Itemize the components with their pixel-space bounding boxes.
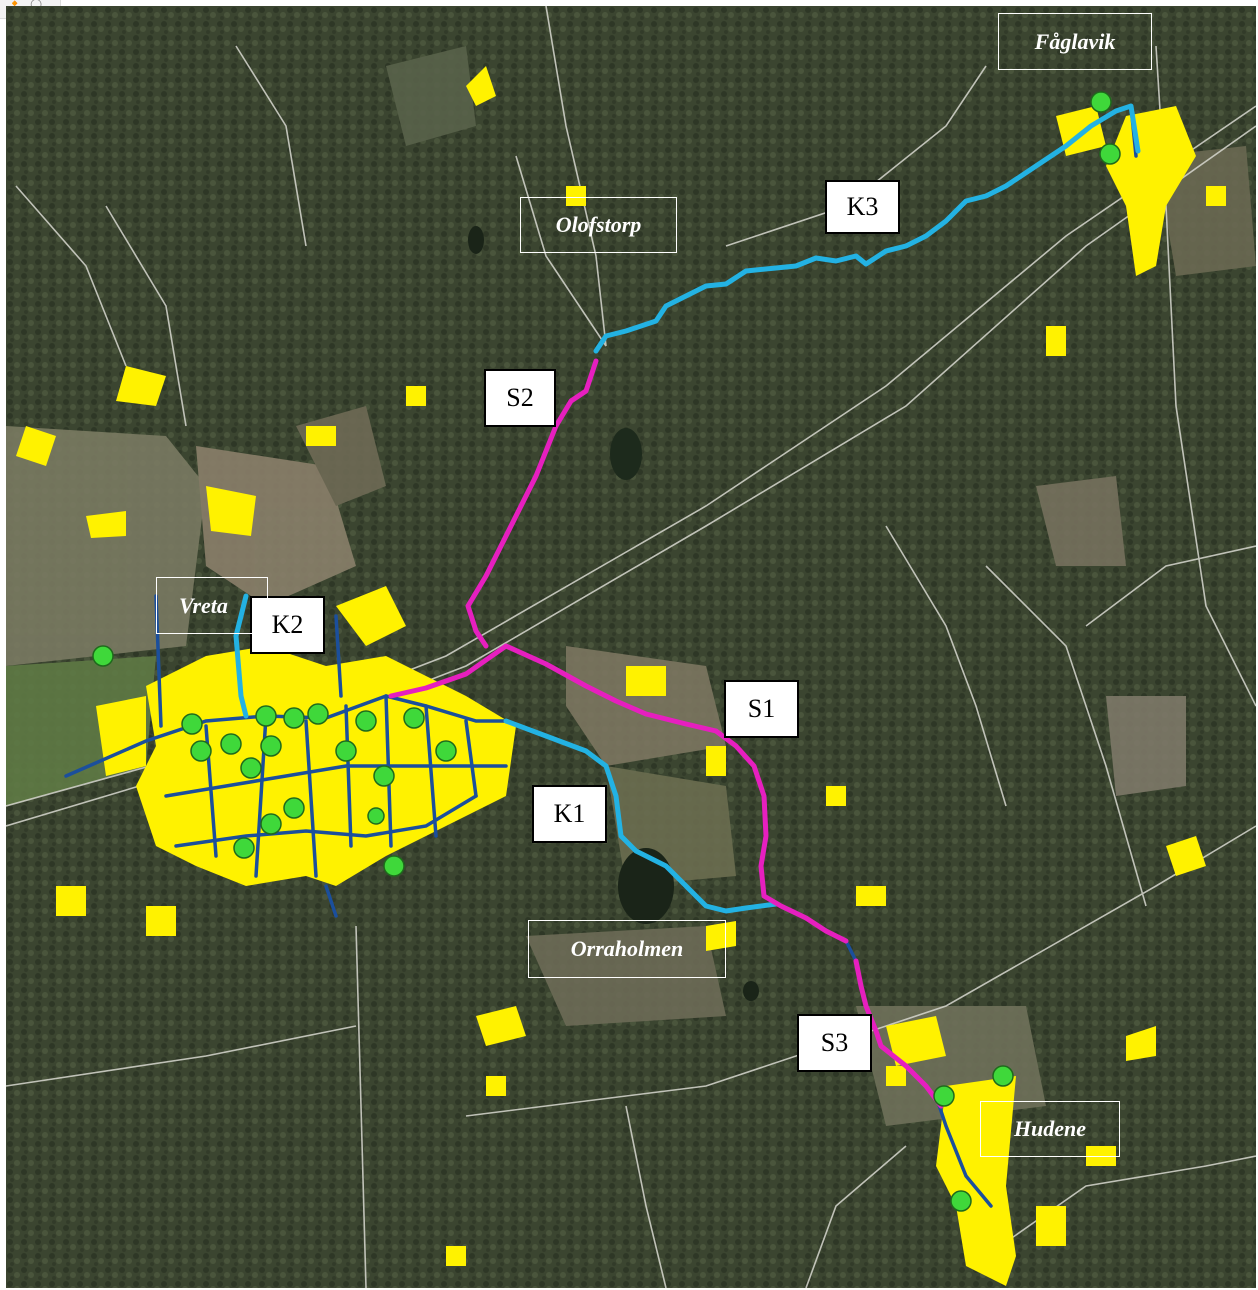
forest-background [6,6,1256,1288]
segment-label-k2: K2 [250,596,325,654]
route-k3 [593,103,1141,354]
place-label-vreta: Vreta [156,577,268,634]
segment-label-k1: K1 [532,785,607,843]
route-k2 [233,593,249,719]
segment-label-s1: S1 [724,680,799,738]
place-label-faglavik: Fåglavik [998,13,1152,70]
map-canvas [6,6,1256,1288]
place-label-olofstorp: Olofstorp [520,197,677,253]
aerial-map[interactable]: K3 S2 K2 S1 K1 S3 Fåglavik Olofstorp Vre… [6,6,1256,1288]
k-routes [233,103,1141,914]
route-s2 [465,358,599,649]
route-s3 [853,958,944,1109]
lakes [468,226,759,1001]
s-routes [388,358,944,1109]
route-s1 [388,643,849,944]
place-label-hudene: Hudene [980,1101,1120,1157]
route-k1 [503,718,779,914]
green-points [92,91,1121,1212]
segment-label-s3: S3 [797,1014,872,1072]
place-label-orraholmen: Orraholmen [528,920,726,978]
segment-label-k3: K3 [825,180,900,234]
segment-label-s2: S2 [484,369,556,427]
